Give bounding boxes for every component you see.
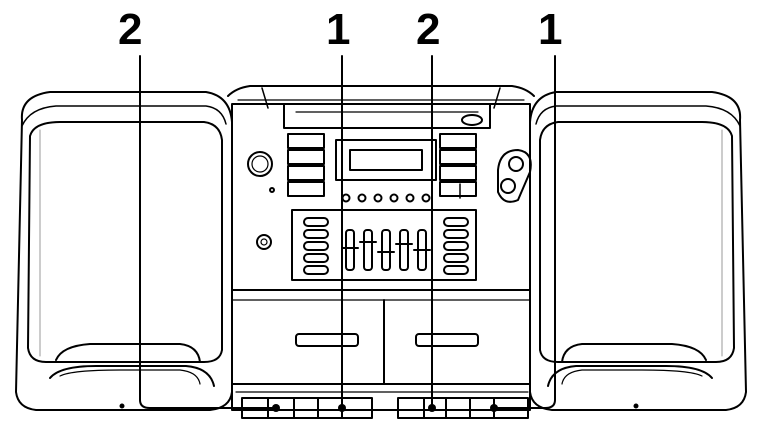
callout-dot-1-left — [338, 404, 346, 412]
equalizer-icon — [291, 209, 477, 281]
cassette-deck-icon — [295, 333, 479, 347]
right-deck-buttons — [397, 397, 529, 419]
cd-player-icon — [283, 103, 491, 203]
speaker-left-icon — [15, 91, 233, 411]
callout-label-1-left: 1 — [326, 5, 351, 54]
headphone-jack — [256, 234, 272, 250]
right-knob-pair — [497, 149, 532, 203]
volume-knob — [247, 151, 273, 177]
speaker-right-icon — [529, 91, 747, 411]
callout-label-1-right: 1 — [538, 5, 563, 54]
callout-dot-1-right — [490, 404, 498, 412]
carry-handle — [227, 85, 535, 97]
callout-label-2-left: 2 — [118, 5, 143, 54]
callout-label-2-right: 2 — [416, 5, 441, 54]
callout-dot-2-left — [272, 404, 280, 412]
callout-dot-2-right — [428, 404, 436, 412]
callout-leader-lines — [139, 55, 556, 409]
